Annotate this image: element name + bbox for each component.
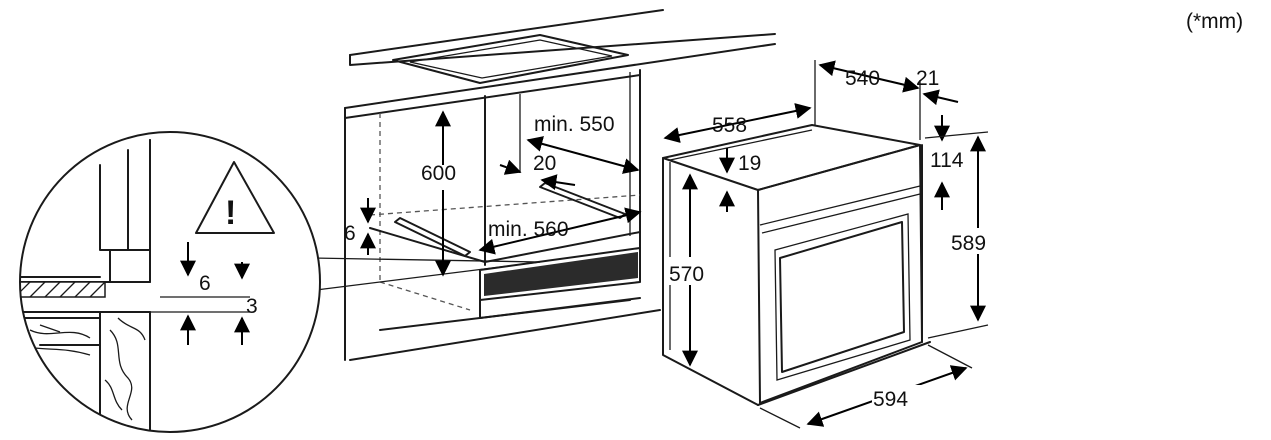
dim-shelf-offset: 6: [344, 222, 356, 245]
plinth-panel: [484, 252, 638, 296]
warning-triangle-icon: [195, 161, 275, 234]
dim-cutout-height: 600: [421, 162, 456, 185]
dim-cutout-depth-min: min. 550: [534, 113, 615, 136]
callout-line-bottom: [315, 261, 541, 291]
dim-detail-gap-bottom: 3: [246, 295, 258, 318]
units-label: (*mm): [1186, 10, 1243, 33]
dim-oven-front-depth: 21: [916, 67, 939, 90]
callout-line-top: [311, 257, 541, 263]
dim-oven-body-height: 570: [669, 263, 704, 286]
dim-oven-depth-body: 540: [845, 67, 880, 90]
cabinet-dimensions: 600 min. 550 20 min. 560 6: [344, 110, 642, 277]
detail-magnifier: ! 6 3: [19, 131, 321, 433]
oven-dimensions: 540 21 558 19 114 570 589 594: [663, 60, 1002, 429]
dim-cutout-width-min: min. 560: [488, 218, 569, 241]
cabinet-drawing: [344, 9, 776, 361]
dim-oven-front-width: 594: [873, 388, 908, 411]
dim-detail-gap-top: 6: [199, 272, 211, 295]
dim-oven-top-offset: 19: [738, 152, 761, 175]
dim-oven-front-height: 589: [951, 232, 986, 255]
warning-exclamation: !: [225, 194, 236, 232]
dim-gap-top: 20: [533, 152, 556, 175]
dim-oven-width-top: 558: [712, 114, 747, 137]
dim-oven-panel-offset: 114: [930, 149, 964, 172]
